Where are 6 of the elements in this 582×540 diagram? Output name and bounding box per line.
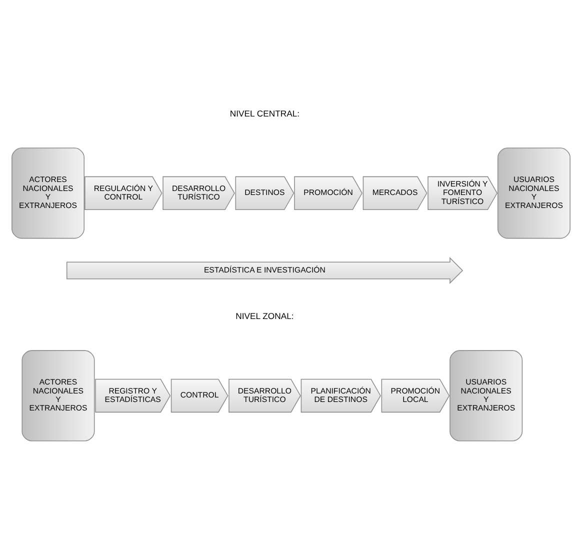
node-box: USUARIOS NACIONALES Y EXTRANJEROS: [450, 350, 523, 441]
node-box: ACTORES NACIONALES Y EXTRANJEROS: [12, 147, 85, 238]
node-box: USUARIOS NACIONALES Y EXTRANJEROS: [497, 147, 570, 238]
label: NIVEL CENTRAL:: [230, 108, 300, 118]
node-box: ACTORES NACIONALES Y EXTRANJEROS: [22, 350, 95, 441]
label: NIVEL ZONAL:: [236, 310, 294, 321]
